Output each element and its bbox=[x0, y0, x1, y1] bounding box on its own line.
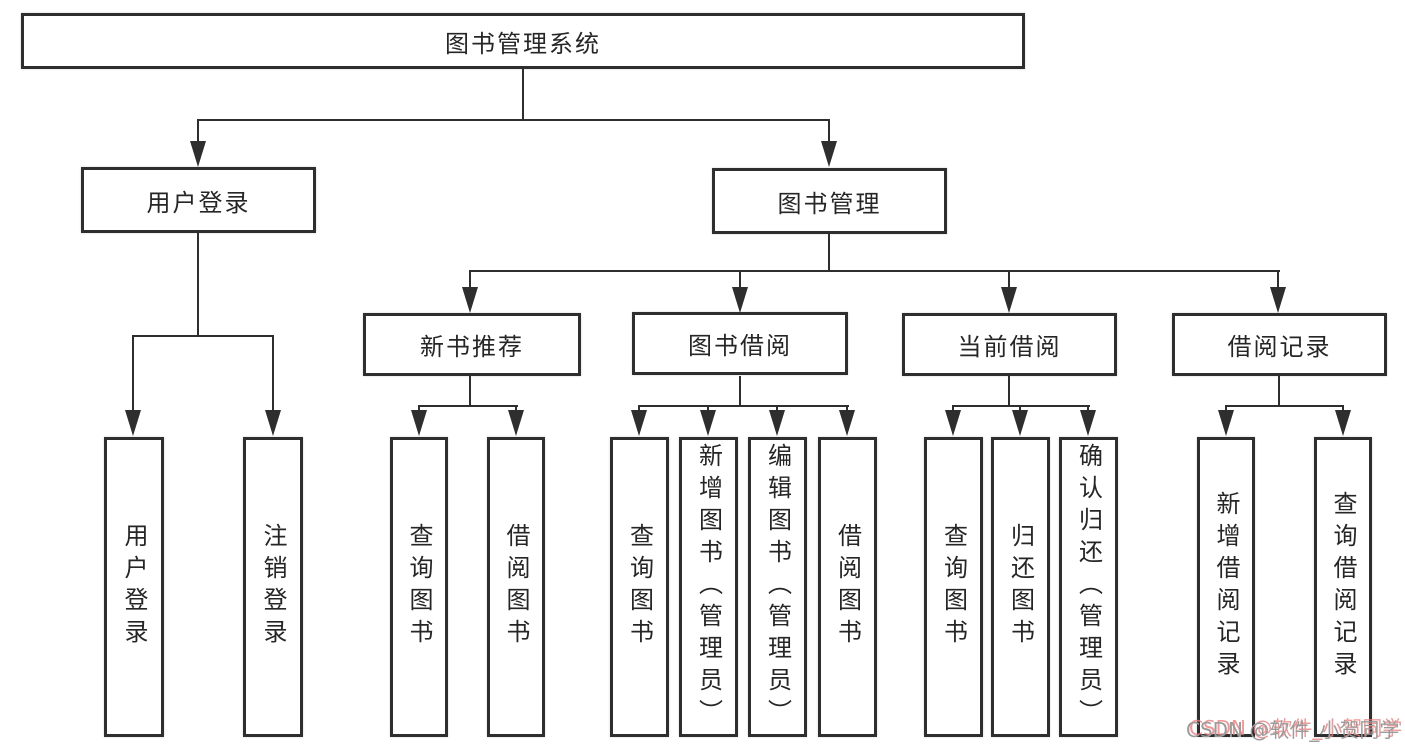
arrowhead-book-borrow bbox=[732, 287, 748, 313]
connector-stub bbox=[1019, 407, 1021, 412]
arrowhead-br-add-record bbox=[1218, 410, 1234, 436]
leaf-cb-return-books-label: 归还图书 bbox=[1006, 523, 1035, 651]
node-current-borrowing-label: 当前借阅 bbox=[957, 333, 1062, 361]
leaf-user-login-label: 用户登录 bbox=[120, 523, 148, 651]
leaf-bb-borrow-books-label: 借阅图书 bbox=[833, 523, 862, 651]
arrowhead-br-query-record bbox=[1335, 410, 1351, 436]
csdn-watermark: CSDN @软件_小贺同学 bbox=[1186, 718, 1400, 742]
connector-stub bbox=[952, 407, 954, 412]
connector-stub bbox=[707, 407, 709, 412]
arrowhead-bb-edit-books bbox=[769, 410, 785, 436]
connector-stub bbox=[1342, 407, 1344, 412]
arrowhead-borrow-records bbox=[1270, 287, 1286, 313]
leaf-logout: 注销登录 bbox=[243, 437, 303, 737]
connector-drop-book-mgmt bbox=[828, 119, 830, 145]
connector-stub bbox=[515, 407, 517, 412]
connector-borrow-records-stem bbox=[1278, 376, 1280, 406]
connector-new-book-rec-stem bbox=[469, 376, 471, 406]
leaf-user-login: 用户登录 bbox=[104, 437, 164, 737]
node-book-borrowing: 图书借阅 bbox=[632, 312, 848, 375]
node-library-management-system-label: 图书管理系统 bbox=[445, 29, 601, 58]
arrowhead-current-borrow bbox=[1001, 287, 1017, 313]
connector-root-split bbox=[198, 119, 830, 121]
leaf-nbr-borrow-books: 借阅图书 bbox=[487, 437, 545, 737]
connector-stub bbox=[418, 407, 420, 412]
leaf-bb-query-books: 查询图书 bbox=[610, 437, 669, 737]
leaf-cb-confirm-return-label: 确认归还（管理员） bbox=[1074, 443, 1103, 731]
node-new-book-recommend-label: 新书推荐 bbox=[420, 333, 524, 361]
leaf-cb-return-books: 归还图书 bbox=[991, 437, 1050, 737]
leaf-br-query-record: 查询借阅记录 bbox=[1314, 437, 1372, 737]
connector-drop-leaf-logout bbox=[272, 335, 274, 412]
connector-new-book-rec-split bbox=[418, 405, 518, 407]
connector-book-mgmt-split bbox=[469, 270, 1280, 272]
leaf-bb-add-books-label: 新增图书（管理员） bbox=[694, 443, 723, 731]
arrowhead-new-book-rec bbox=[462, 287, 478, 313]
node-book-borrowing-label: 图书借阅 bbox=[688, 332, 792, 360]
connector-stub bbox=[846, 407, 848, 412]
connector-drop-new-book-rec bbox=[469, 272, 471, 289]
connector-current-borrow-stem bbox=[1008, 376, 1010, 406]
leaf-cb-confirm-return: 确认归还（管理员） bbox=[1059, 437, 1118, 737]
connector-current-borrow-split bbox=[952, 405, 1090, 407]
arrowhead-cb-query-books bbox=[945, 410, 961, 436]
connector-drop-leaf-user-login bbox=[132, 335, 134, 412]
connector-book-mgmt-stem bbox=[828, 234, 830, 272]
leaf-bb-borrow-books: 借阅图书 bbox=[818, 437, 877, 737]
arrowhead-cb-return-books bbox=[1012, 410, 1028, 436]
arrowhead-user-login bbox=[190, 141, 206, 167]
leaf-cb-query-books: 查询图书 bbox=[924, 437, 983, 737]
leaf-bb-edit-books-label: 编辑图书（管理员） bbox=[763, 443, 792, 731]
connector-drop-current-borrow bbox=[1008, 272, 1010, 289]
arrowhead-bb-query-books bbox=[631, 410, 647, 436]
leaf-bb-query-books-label: 查询图书 bbox=[625, 523, 654, 651]
leaf-bb-add-books: 新增图书（管理员） bbox=[679, 437, 738, 737]
leaf-cb-query-books-label: 查询图书 bbox=[939, 523, 968, 651]
node-user-login-label: 用户登录 bbox=[146, 188, 251, 217]
connector-stub bbox=[776, 407, 778, 412]
node-book-management: 图书管理 bbox=[712, 168, 947, 234]
connector-stub bbox=[1087, 407, 1089, 412]
leaf-nbr-borrow-books-label: 借阅图书 bbox=[502, 523, 530, 651]
connector-stub bbox=[1225, 407, 1227, 412]
arrowhead-leaf-user-login bbox=[125, 410, 141, 436]
node-borrowing-records: 借阅记录 bbox=[1172, 313, 1387, 376]
node-book-management-label: 图书管理 bbox=[777, 189, 882, 218]
leaf-br-add-record: 新增借阅记录 bbox=[1197, 437, 1255, 737]
connector-book-borrow-split bbox=[638, 405, 849, 407]
leaf-logout-label: 注销登录 bbox=[259, 523, 287, 651]
connector-drop-book-borrow bbox=[739, 272, 741, 289]
connector-drop-borrow-records bbox=[1277, 272, 1279, 289]
node-borrowing-records-label: 借阅记录 bbox=[1227, 333, 1332, 361]
leaf-nbr-query-books-label: 查询图书 bbox=[405, 523, 433, 651]
connector-drop-user-login bbox=[197, 119, 199, 145]
arrowhead-nbr-query-books bbox=[411, 410, 427, 436]
leaf-nbr-query-books: 查询图书 bbox=[390, 437, 448, 737]
leaf-bb-edit-books: 编辑图书（管理员） bbox=[748, 437, 807, 737]
connector-borrow-records-split bbox=[1225, 405, 1344, 407]
node-user-login: 用户登录 bbox=[81, 167, 316, 233]
node-library-management-system: 图书管理系统 bbox=[21, 13, 1025, 69]
node-current-borrowing: 当前借阅 bbox=[902, 313, 1117, 376]
arrowhead-leaf-logout bbox=[265, 410, 281, 436]
node-new-book-recommend: 新书推荐 bbox=[363, 313, 581, 376]
arrowhead-nbr-borrow-books bbox=[508, 410, 524, 436]
connector-stub bbox=[638, 407, 640, 412]
connector-user-login-stem bbox=[197, 233, 199, 335]
arrowhead-book-mgmt bbox=[821, 141, 837, 167]
arrowhead-bb-add-books bbox=[700, 410, 716, 436]
arrowhead-cb-confirm-return bbox=[1080, 410, 1096, 436]
arrowhead-bb-borrow-books bbox=[839, 410, 855, 436]
connector-book-borrow-stem bbox=[739, 376, 741, 406]
connector-user-login-split bbox=[132, 335, 274, 337]
connector-root-stem bbox=[522, 69, 524, 120]
leaf-br-query-record-label: 查询借阅记录 bbox=[1329, 491, 1357, 683]
leaf-br-add-record-label: 新增借阅记录 bbox=[1212, 491, 1240, 683]
